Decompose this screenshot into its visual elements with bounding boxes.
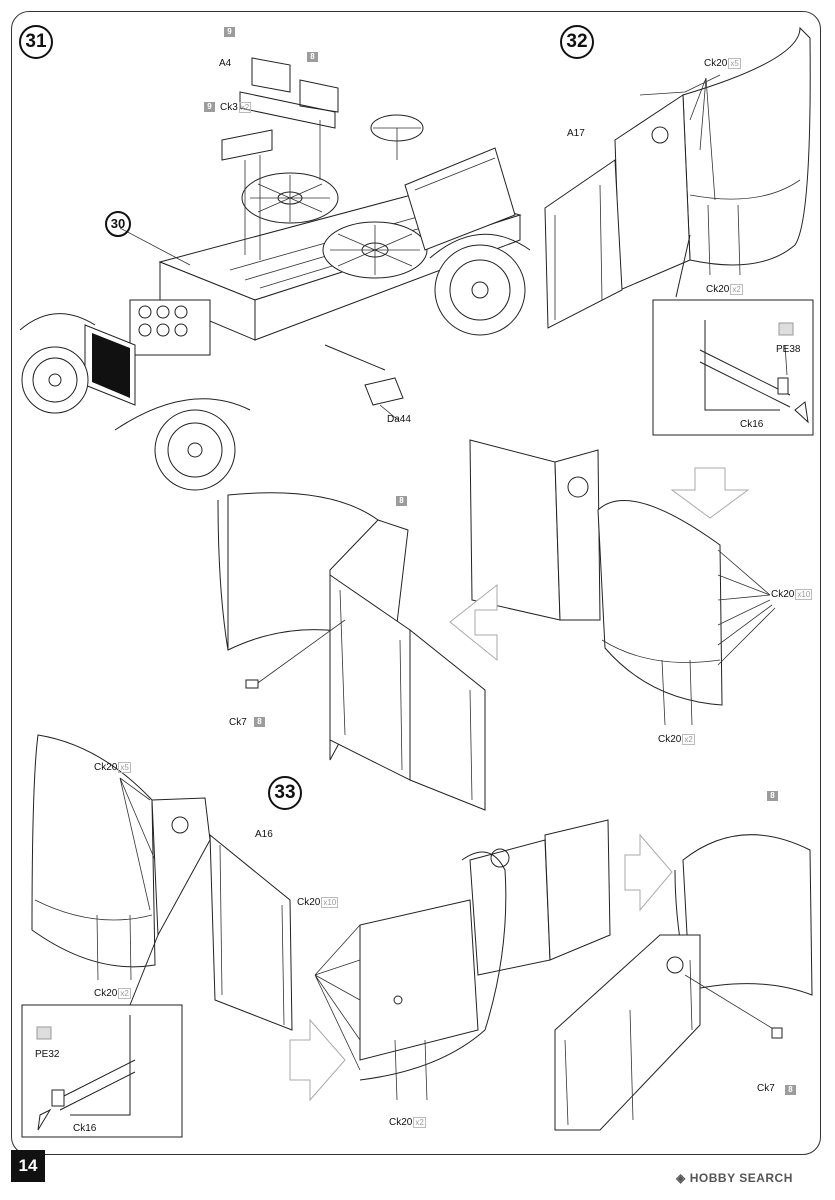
watermark-text: HOBBY SEARCH — [689, 1171, 793, 1185]
page-number: 14 — [11, 1150, 45, 1182]
part-code: Ck20 — [704, 58, 728, 69]
part-quantity: x2 — [413, 1117, 426, 1128]
paint-tag: 9 — [224, 27, 235, 37]
step-33-drawing — [21, 734, 813, 1138]
part-quantity: x5 — [728, 58, 741, 69]
part-code: Ck20 — [771, 589, 795, 600]
step-32-drawing — [544, 26, 814, 436]
part-code: Ck20 — [706, 284, 730, 295]
part-label-pe38: PE38 — [776, 344, 801, 355]
subassembly-30-badge: 30 — [105, 211, 131, 237]
part-label-a4: A4 — [219, 58, 232, 69]
part-code: Ck20 — [389, 1117, 413, 1128]
step-number-32: 32 — [560, 25, 594, 59]
step-number-33: 33 — [268, 776, 302, 810]
paint-tag: 8 — [785, 1085, 796, 1095]
page-frame — [11, 11, 821, 1155]
step-number-31: 31 — [19, 25, 53, 59]
part-code: Ck20 — [658, 734, 682, 745]
part-quantity: x2 — [730, 284, 743, 295]
part-label-a17: A17 — [567, 128, 585, 139]
vehicle-chassis-drawing — [19, 57, 531, 491]
part-code: Ck3 — [220, 102, 238, 113]
part-code: Ck20 — [94, 762, 118, 773]
part-label-ck7: Ck7 — [757, 1083, 775, 1094]
part-code: Ck20 — [94, 988, 118, 999]
hobbysearch-logo-icon: ◈ — [676, 1171, 686, 1185]
part-quantity: x10 — [321, 897, 339, 908]
part-label-da44: Da44 — [387, 414, 411, 425]
part-code: Ck20 — [297, 897, 321, 908]
middle-turret-drawing — [217, 439, 776, 811]
paint-tag: 8 — [307, 52, 318, 62]
part-label-ck16: Ck16 — [740, 419, 764, 430]
part-quantity: x10 — [795, 589, 813, 600]
part-label-ck16: Ck16 — [73, 1123, 97, 1134]
part-quantity: x2 — [238, 102, 252, 113]
paint-tag: 8 — [767, 791, 778, 801]
paint-tag: 8 — [396, 496, 407, 506]
watermark: ◈HOBBY SEARCH — [676, 1170, 797, 1185]
part-label-ck7: Ck7 — [229, 717, 247, 728]
part-label-a16: A16 — [255, 829, 273, 840]
part-quantity: x2 — [118, 988, 131, 999]
paint-tag: 9 — [204, 102, 215, 112]
part-label-pe32: PE32 — [35, 1049, 60, 1060]
paint-tag: 8 — [254, 717, 265, 727]
part-quantity: x2 — [682, 734, 695, 745]
part-quantity: x5 — [118, 762, 131, 773]
